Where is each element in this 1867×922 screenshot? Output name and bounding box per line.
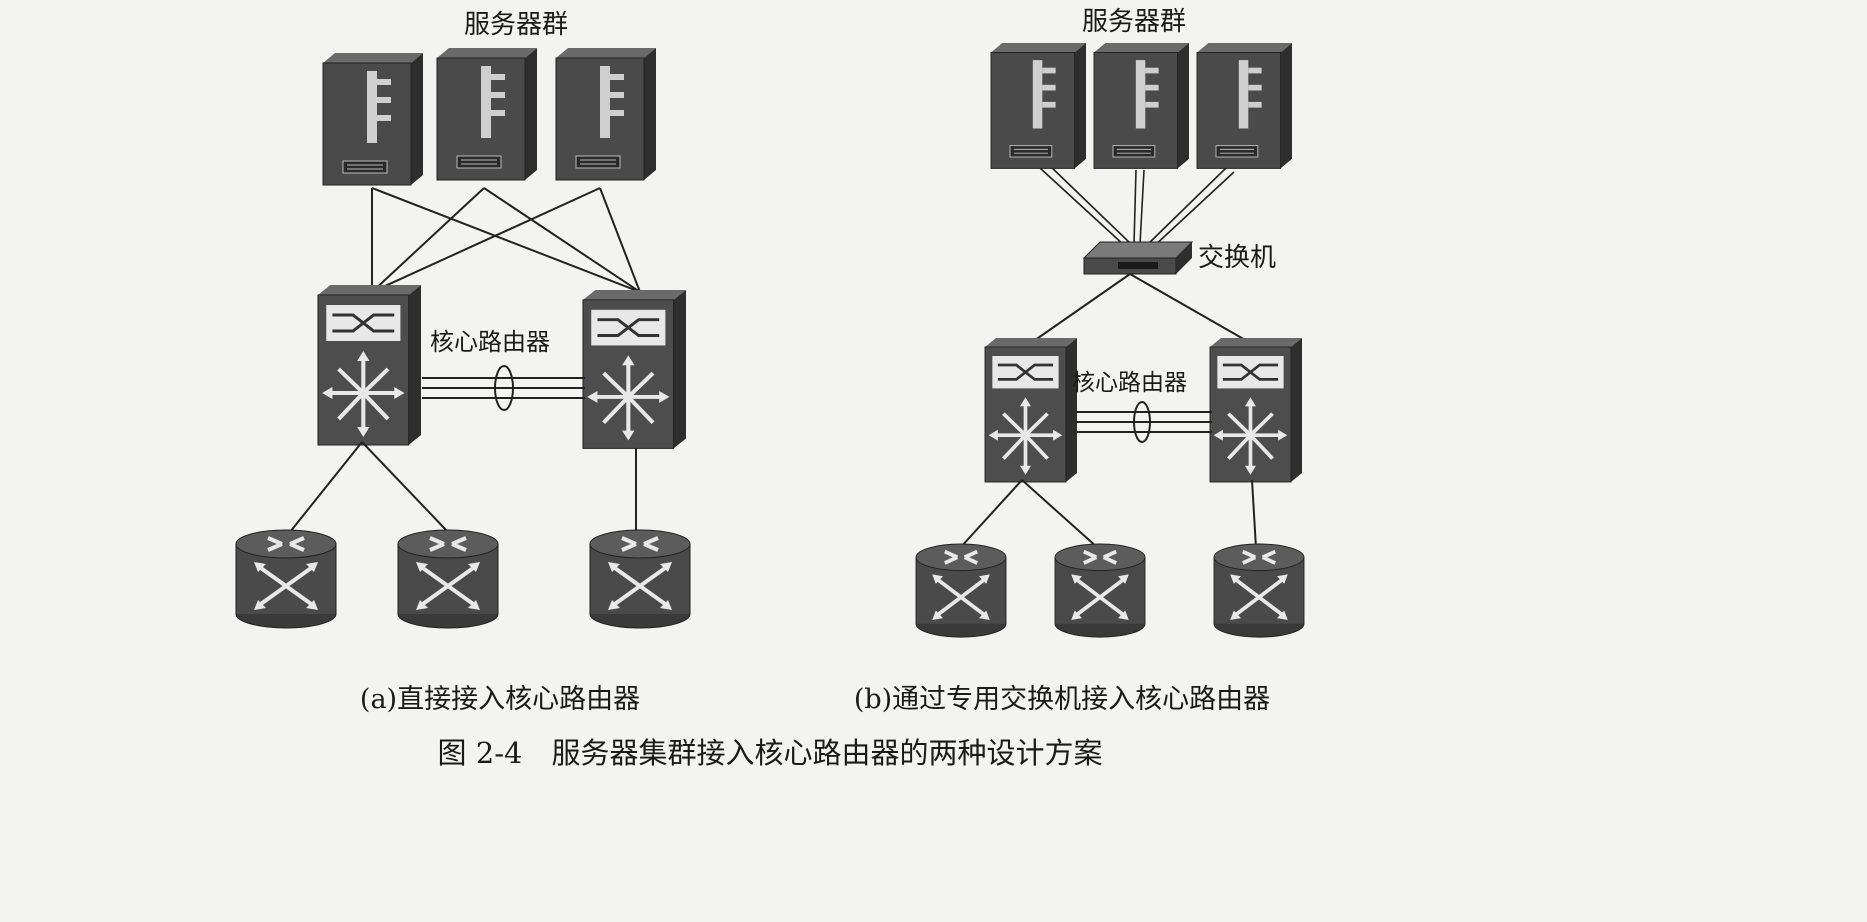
figure-caption: 图 2-4 服务器集群接入核心路由器的两种设计方案 <box>438 736 1103 770</box>
core-edge-links-a <box>289 441 637 533</box>
switch-label: 交换机 <box>1198 243 1276 273</box>
core-edge-links-b <box>959 479 1257 549</box>
edge-router-b2 <box>1053 542 1147 639</box>
server-b1 <box>990 42 1087 169</box>
core-router-a1 <box>318 285 421 445</box>
edge-router-b3 <box>1212 542 1306 639</box>
server-switch-links-b <box>1039 163 1235 249</box>
switch-core-links-b <box>1027 273 1255 346</box>
server-a2 <box>436 47 538 181</box>
core-router-b2 <box>1208 336 1304 484</box>
edge-router-b1 <box>914 542 1008 639</box>
server-core-links-a <box>371 187 641 293</box>
trunk-link-a <box>422 365 585 411</box>
edge-router-a3 <box>588 528 692 630</box>
core-router-label-a: 核心路由器 <box>430 328 550 356</box>
sub-caption-b: (b)通过专用交换机接入核心路由器 <box>854 684 1270 715</box>
diagram-a: 服务器群 核心路由器 <box>234 10 692 715</box>
core-router-a2 <box>583 290 686 448</box>
trunk-link-b <box>1076 401 1212 443</box>
diagram-b: 服务器群 交换机 <box>854 7 1306 715</box>
switch-device <box>1082 241 1194 275</box>
core-router-label-b: 核心路由器 <box>1072 370 1187 396</box>
server-b2 <box>1093 42 1190 169</box>
server-a3 <box>555 47 657 181</box>
server-group-label-a: 服务器群 <box>464 10 568 40</box>
sub-caption-a: (a)直接接入核心路由器 <box>360 684 640 715</box>
server-a1 <box>322 52 424 186</box>
edge-router-a2 <box>396 528 500 630</box>
core-router-b1 <box>983 336 1079 484</box>
server-group-label-b: 服务器群 <box>1082 7 1186 37</box>
edge-router-a1 <box>234 528 338 630</box>
server-b3 <box>1196 42 1293 169</box>
